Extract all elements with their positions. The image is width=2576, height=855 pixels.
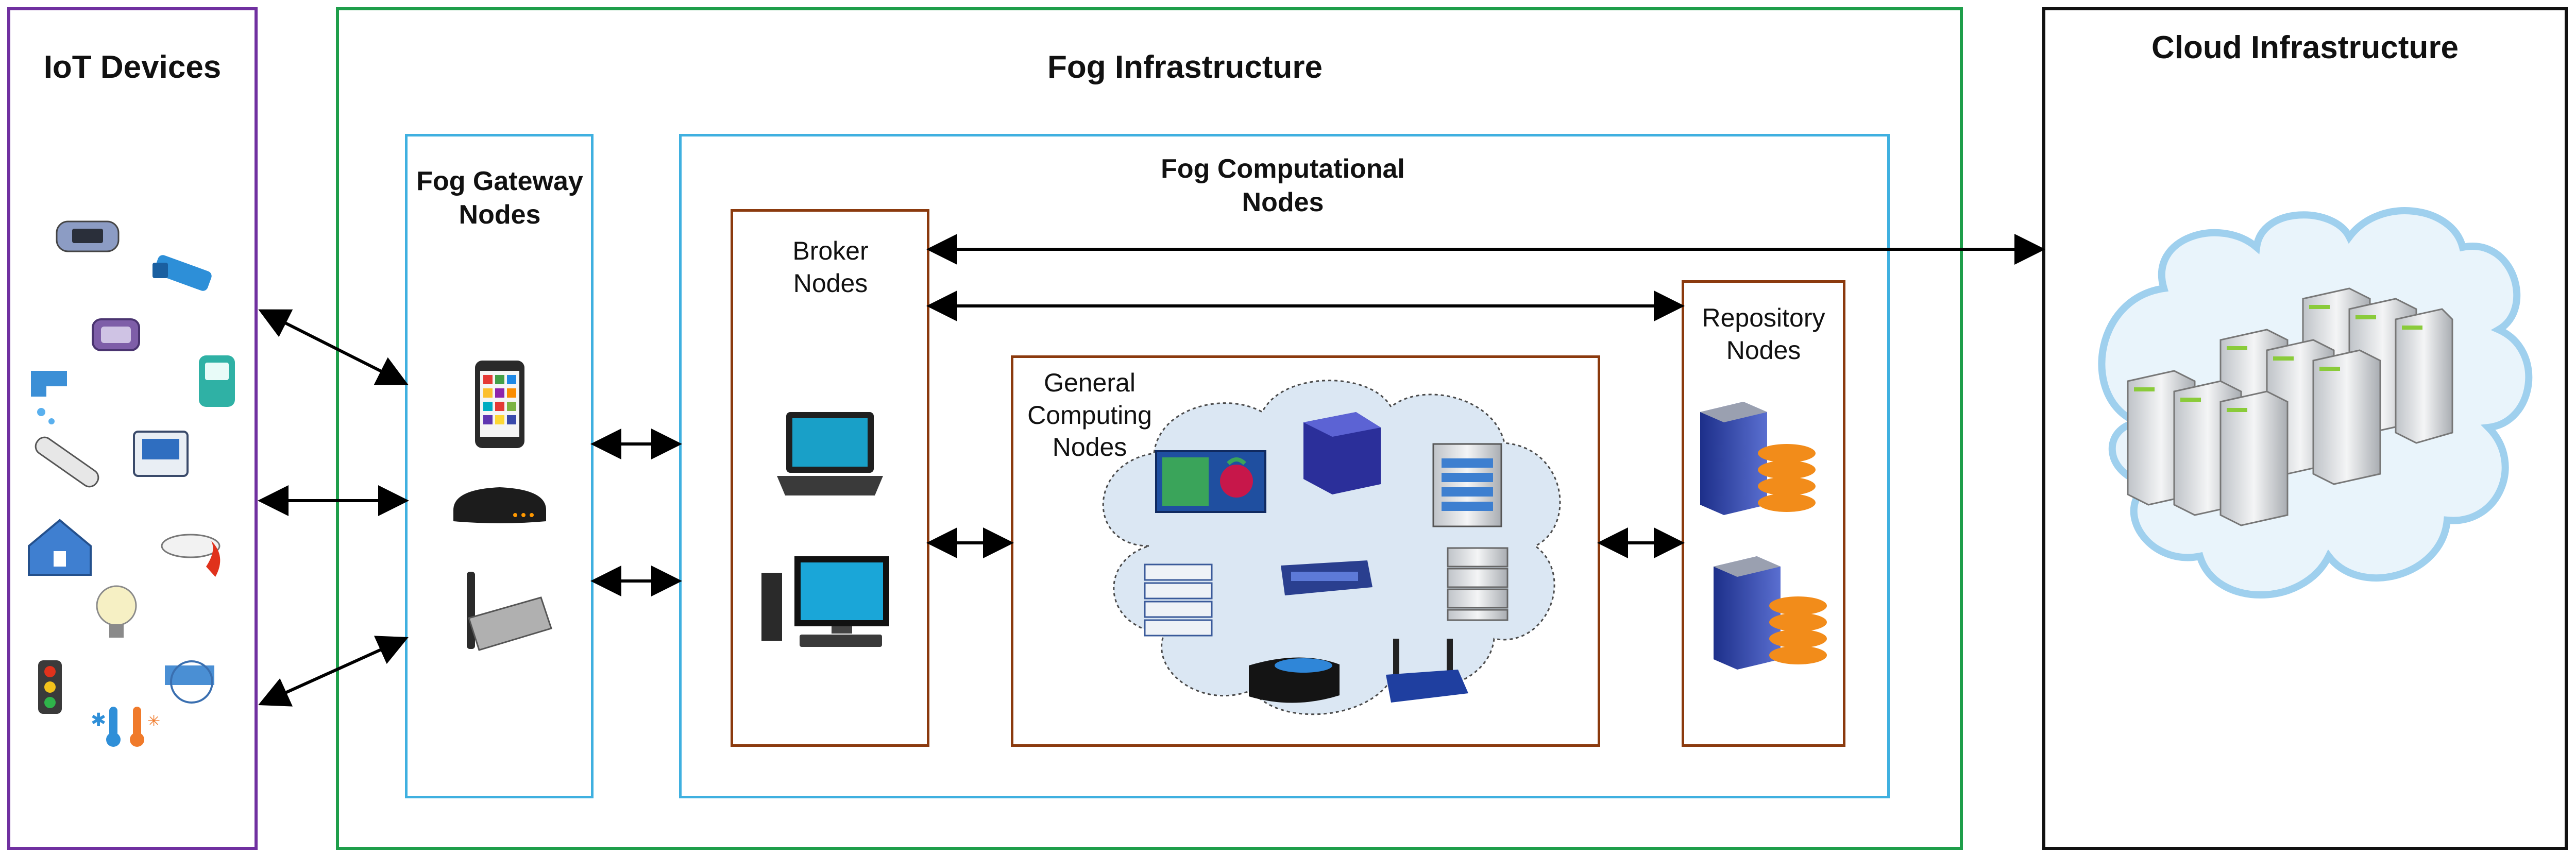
server-tower-icon bbox=[1303, 412, 1381, 494]
pulse-oximeter-icon bbox=[56, 220, 120, 252]
cloud-infrastructure-panel bbox=[2042, 7, 2568, 850]
vr-headset-icon bbox=[165, 660, 214, 704]
fog-gateway-nodes-title: Fog Gateway Nodes bbox=[407, 165, 592, 232]
traffic-light-icon bbox=[38, 660, 62, 714]
repository-nodes-panel bbox=[1682, 280, 1845, 747]
fog-computational-title-line2: Nodes bbox=[1242, 187, 1324, 217]
server-rack-cluster-icon bbox=[2127, 287, 2453, 526]
fog-infrastructure-title: Fog Infrastructure bbox=[1047, 49, 1323, 85]
glucose-meter-icon bbox=[199, 355, 235, 407]
repository-title-line1: Repository bbox=[1702, 303, 1825, 332]
fog-gateway-nodes-panel bbox=[405, 134, 594, 798]
general-computing-nodes-title: General Computing Nodes bbox=[1012, 367, 1167, 464]
blade-server-icon bbox=[1144, 563, 1213, 637]
cloud-infrastructure-title: Cloud Infrastructure bbox=[2151, 30, 2459, 65]
temperature-sensor-icon: ✱ ✳ bbox=[91, 707, 160, 747]
broker-title-line1: Broker bbox=[792, 236, 869, 265]
database-server-icon bbox=[1714, 556, 1827, 670]
laptop-icon bbox=[777, 412, 883, 495]
broker-nodes-title: Broker Nodes bbox=[737, 235, 924, 299]
smoke-detector-icon bbox=[161, 534, 221, 577]
rack-server-icon bbox=[1432, 443, 1502, 527]
general-title-line1: General bbox=[1044, 368, 1136, 397]
svg-text:✳: ✳ bbox=[147, 712, 160, 730]
desktop-computer-icon bbox=[761, 556, 889, 647]
cctv-camera-icon bbox=[152, 255, 212, 291]
rack-unit-icon bbox=[1447, 547, 1509, 621]
mini-pc-icon bbox=[1249, 657, 1340, 703]
repository-nodes-title: Repository Nodes bbox=[1685, 302, 1842, 366]
arrow-iot-gateway-1 bbox=[258, 309, 409, 385]
fog-computational-nodes-title: Fog Computational Nodes bbox=[1077, 152, 1489, 219]
fog-gateway-title-line1: Fog Gateway bbox=[416, 166, 583, 196]
wifi-router-icon bbox=[1386, 639, 1468, 703]
thermometer-gun-icon bbox=[35, 436, 99, 488]
fog-gateway-title-line2: Nodes bbox=[459, 200, 541, 230]
database-server-icon bbox=[1700, 402, 1816, 515]
broker-title-line2: Nodes bbox=[793, 268, 868, 298]
iot-devices-panel bbox=[7, 7, 258, 850]
wifi-access-point-icon bbox=[467, 572, 552, 651]
router-icon bbox=[453, 487, 546, 523]
iot-devices-title: IoT Devices bbox=[43, 49, 222, 85]
smartphone-icon bbox=[475, 361, 524, 448]
svg-text:✱: ✱ bbox=[91, 710, 106, 731]
blood-pressure-monitor-icon bbox=[133, 431, 189, 477]
water-tap-sensor-icon bbox=[31, 371, 67, 424]
raspberry-pi-icon bbox=[1155, 450, 1266, 513]
general-title-line3: Nodes bbox=[1052, 433, 1127, 461]
arrow-iot-gateway-3 bbox=[258, 636, 409, 707]
smartwatch-icon bbox=[92, 318, 140, 351]
fog-computational-title-line1: Fog Computational bbox=[1161, 154, 1405, 184]
fog-computational-nodes-panel bbox=[679, 134, 1890, 798]
repository-title-line2: Nodes bbox=[1726, 335, 1801, 365]
smart-home-icon bbox=[28, 519, 92, 576]
smart-bulb-icon bbox=[96, 585, 137, 638]
general-title-line2: Computing bbox=[1027, 400, 1152, 430]
network-switch-icon bbox=[1281, 560, 1372, 595]
fog-infrastructure-panel bbox=[336, 7, 1963, 850]
broker-nodes-panel bbox=[731, 209, 929, 747]
